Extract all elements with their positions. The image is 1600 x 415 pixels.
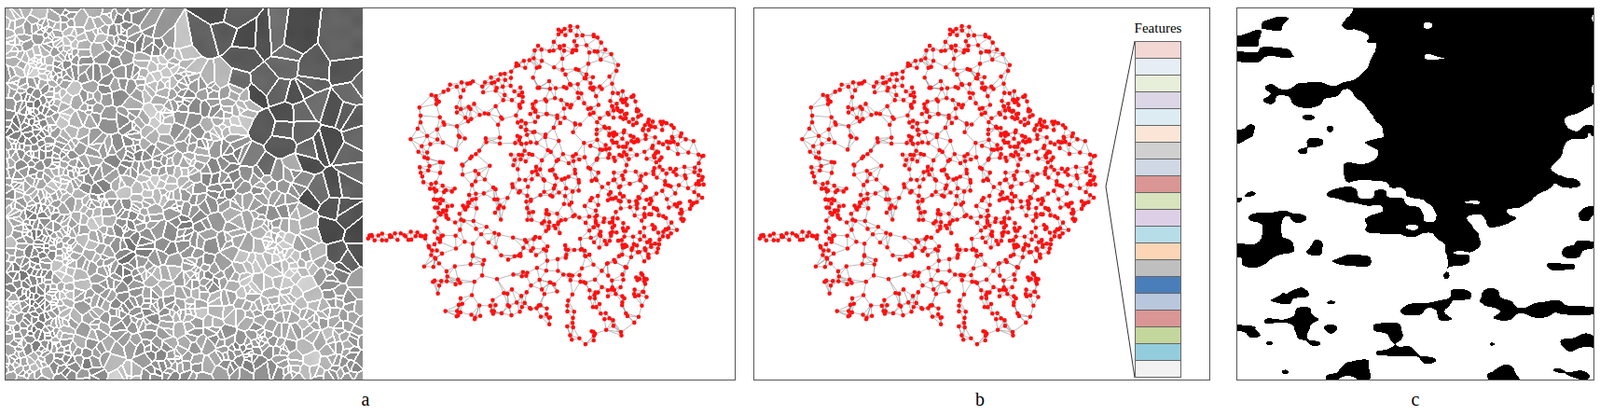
feature-cell: [1134, 124, 1182, 143]
leader-line: [1105, 41, 1135, 187]
graph-a: [366, 24, 706, 347]
feature-cell: [1134, 292, 1182, 311]
panel-label: a: [361, 387, 371, 411]
feature-cell: [1134, 275, 1182, 294]
leader-line: [1105, 186, 1135, 378]
panel-label: c: [1411, 387, 1421, 411]
graph-edges: [368, 26, 704, 345]
feature-cell: [1134, 141, 1182, 160]
graph-nodes: [366, 24, 706, 347]
feature-cell: [1134, 343, 1182, 361]
feature-cell: [1134, 41, 1182, 59]
feature-cell: [1134, 225, 1182, 244]
feature-cell: [1134, 309, 1182, 328]
feature-cell: [1134, 242, 1182, 261]
feature-cell: [1134, 91, 1182, 110]
feature-cell: [1134, 175, 1182, 194]
feature-cell: [1134, 108, 1182, 126]
panel-label: b: [975, 387, 985, 411]
feature-cell: [1134, 326, 1182, 345]
feature-cell: [1134, 57, 1182, 76]
feature-heading: Features: [1134, 19, 1183, 37]
feature-cell: [1134, 158, 1182, 177]
feature-cell: [1134, 192, 1182, 210]
panel-border: [754, 8, 1211, 381]
feature-cell: [1134, 359, 1182, 378]
feature-vector: Features: [1134, 41, 1182, 378]
binary-map: [1237, 8, 1594, 380]
feature-cell: [1134, 259, 1182, 277]
superpixel-image: [5, 8, 363, 380]
feature-cell: [1134, 74, 1182, 93]
graph-nodes: [758, 24, 1098, 347]
graph-edges: [759, 26, 1096, 345]
panel-border: [1237, 8, 1595, 381]
feature-cell: [1134, 208, 1182, 227]
graph-b: [758, 24, 1098, 347]
panel-border: [5, 8, 736, 381]
